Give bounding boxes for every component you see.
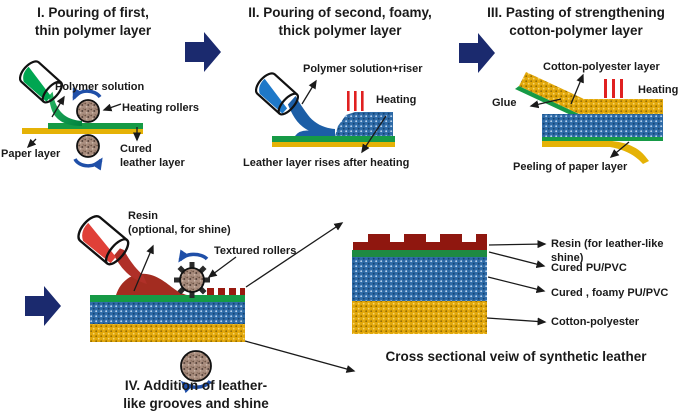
step2-pointer-arrows [301, 79, 387, 154]
cotton-arrow [570, 73, 584, 105]
textured-rollers-label: Textured rollers [214, 245, 297, 257]
step1-pointer-arrows [26, 95, 141, 149]
cross-section-pointer-arrows [486, 240, 547, 326]
foamy-layer [542, 114, 663, 137]
rotation-arrow-top [72, 87, 102, 101]
paper-layer [272, 142, 395, 147]
step-arrow-1-icon [185, 32, 221, 72]
resin-layer [353, 234, 487, 250]
peeling-paper-layer [542, 141, 649, 164]
rotation-arrow-lower [180, 379, 212, 394]
cup-mouth [104, 238, 130, 266]
cup-mouth [41, 80, 64, 104]
heating-roller-bottom [76, 134, 100, 158]
heating-bars-icon [347, 91, 364, 111]
foamy-layer [90, 302, 245, 324]
step-arrow-3-icon [25, 286, 61, 326]
glue-arrow [529, 98, 562, 109]
cotton-label-arrow [486, 317, 547, 326]
paper-layer [22, 128, 143, 134]
step2-diagram [254, 72, 395, 154]
embossed-grooves [207, 288, 245, 295]
step-arrow-2-icon [459, 33, 495, 73]
heating-rollers-label: Heating rollers [122, 102, 200, 114]
cured-leather-layer [48, 123, 143, 129]
blue-polymer-stream [285, 93, 335, 136]
cross-section-diagram [352, 234, 547, 334]
rotation-arrow-bottom [73, 157, 103, 171]
glue-label: Glue [492, 97, 517, 109]
smoothing-roller [180, 350, 212, 382]
cured-pu-pvc-layer [352, 250, 487, 257]
step1-diagram [18, 60, 143, 171]
step1-title: I. Pouring of first, thin polymer layer [34, 5, 152, 38]
step4-pointer-arrows [133, 222, 356, 373]
cotton-polyester-label: Cotton-polyester layer [543, 61, 660, 73]
cs-cured-label: Cured PU/PVC [551, 262, 627, 274]
textured-roller-arrow [207, 256, 237, 278]
heating-roller-top [76, 99, 100, 123]
step1-pouring-cup [18, 60, 64, 104]
step4-diagram [77, 215, 356, 394]
step3-diagram [515, 72, 663, 164]
to-cross-section-arrow-bottom [244, 340, 356, 373]
foamy-polymer-layer [335, 112, 393, 136]
cup-mouth [277, 92, 300, 116]
resin-arrow [133, 244, 154, 292]
cross-section-caption: Cross sectional veiw of synthetic leathe… [385, 349, 647, 364]
resin-label-arrow [488, 240, 547, 249]
step3-title: III. Pasting of strengthening cotton-pol… [487, 5, 665, 38]
paper-layer-arrow [26, 138, 37, 149]
step2-pouring-cup [254, 72, 300, 116]
cs-resin-label: Resin (for leather-like shine) [551, 238, 664, 265]
heating-rollers-arrow [102, 103, 122, 112]
step3-pointer-arrows [529, 73, 630, 158]
polymer-solution-arrow [51, 95, 65, 118]
textured-roller [174, 262, 210, 298]
polymer-solution-label: Polymer solution [55, 81, 145, 93]
cured-leather-label: Cured leather layer [120, 143, 185, 170]
step2-heating-label: Heating [376, 94, 417, 106]
leather-rises-label: Leather layer rises after heating [243, 157, 410, 169]
cotton-polyester-layer [352, 301, 487, 334]
step3-heating-label: Heating [638, 84, 679, 96]
cured-foamy-pu-pvc-layer [352, 257, 487, 301]
paper-layer-label: Paper layer [1, 148, 61, 160]
blue-polymer-pool [295, 130, 335, 136]
cured-layer [542, 137, 663, 141]
glue-layer [515, 86, 579, 117]
polymer-solution-riser-label: Polymer solution+riser [303, 63, 423, 75]
cotton-polyester-layer [519, 72, 663, 114]
cotton-layer [90, 324, 245, 342]
resin-label: Resin (optional, for shine) [128, 210, 231, 237]
step4-title: IV. Addition of leather- like grooves an… [123, 378, 269, 411]
foamy-label-arrow [487, 276, 546, 294]
step4-pouring-cup [77, 215, 130, 266]
resin-stream [109, 244, 147, 284]
cured-layer [90, 295, 245, 302]
cured-layer [272, 136, 395, 142]
rise-arrow [361, 115, 387, 154]
rotation-arrow-gear [178, 249, 209, 263]
cured-label-arrow [488, 251, 546, 269]
cs-cotton-label: Cotton-polyester [551, 316, 639, 328]
peeling-label: Peeling of paper layer [513, 161, 628, 173]
solution-arrow [301, 79, 317, 105]
resin-pool [116, 273, 187, 295]
to-cross-section-arrow-top [245, 222, 344, 288]
green-polymer-stream [46, 83, 82, 126]
peeling-arrow [609, 141, 630, 158]
heating-bars-icon [604, 79, 623, 98]
step2-title: II. Pouring of second, foamy, thick poly… [248, 5, 432, 38]
cs-foamy-label: Cured , foamy PU/PVC [551, 287, 669, 299]
